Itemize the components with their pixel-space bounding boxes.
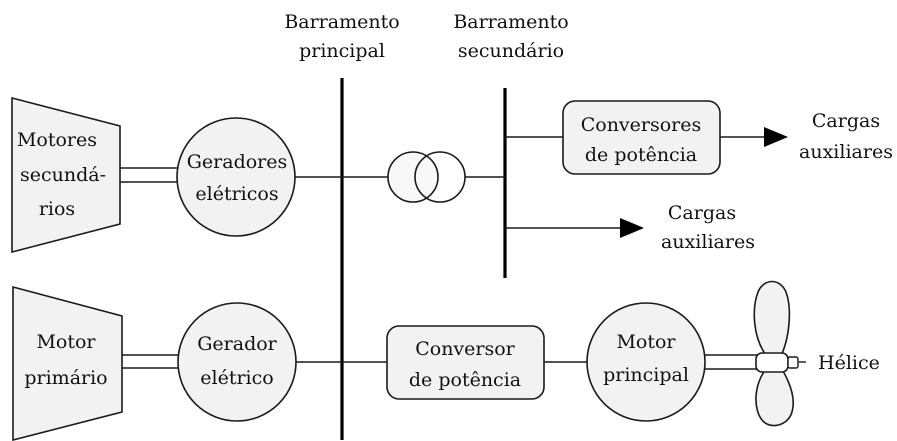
primary-engine-label-line2: primário xyxy=(24,367,107,389)
secondary-engines-block xyxy=(11,96,121,254)
power-converter-label-line1: Conversor xyxy=(415,338,515,360)
upper-loads-label: Cargas auxiliares xyxy=(799,110,893,163)
electric-generator-label-line1: Gerador xyxy=(197,333,277,355)
main-motor-label-line1: Motor xyxy=(616,331,676,353)
electric-generators-label: Geradores elétricos xyxy=(187,151,288,205)
electric-generator-block xyxy=(177,302,297,422)
propeller-cap xyxy=(787,356,799,369)
transformer-icon xyxy=(387,151,466,203)
main-motor-label: Motor principal xyxy=(603,331,689,386)
secondary-engines-label: Motores secundá- rios xyxy=(17,129,106,220)
power-converters-label: Conversores de potência xyxy=(581,114,702,166)
electric-generators-label-line2: elétricos xyxy=(195,183,278,205)
lower-loads-label: Cargas auxiliares xyxy=(661,202,755,253)
propeller-blade-upper xyxy=(753,280,791,359)
propeller-label: Hélice xyxy=(818,352,880,374)
electric-generator-label-line2: elétrico xyxy=(200,367,273,389)
arrow-upper-loads xyxy=(764,127,788,147)
secondary-engines-label-line2: secundá- xyxy=(20,164,106,186)
secondary-bus-label: Barramento secundário xyxy=(453,11,568,62)
primary-engine-label-line1: Motor xyxy=(36,331,96,353)
arrow-lower-loads xyxy=(620,218,644,238)
propeller-hub xyxy=(755,352,789,373)
secondary-bus-label-line2: secundário xyxy=(458,40,564,62)
electric-generator-label: Gerador elétrico xyxy=(197,333,277,389)
propeller-icon xyxy=(753,280,806,427)
lower-loads-label-line1: Cargas xyxy=(668,202,736,224)
upper-loads-label-line2: auxiliares xyxy=(799,141,893,163)
secondary-bus-label-line1: Barramento xyxy=(453,11,568,33)
main-bus-label: Barramento principal xyxy=(284,11,399,62)
main-bus-label-line2: principal xyxy=(299,40,385,62)
main-motor-block xyxy=(586,302,706,422)
power-converters-label-line1: Conversores xyxy=(581,114,702,136)
upper-loads-label-line1: Cargas xyxy=(812,110,880,132)
power-converter-label-line2: de potência xyxy=(409,369,521,391)
transformer-coil-left xyxy=(387,151,439,203)
secondary-engines-label-line1: Motores xyxy=(17,129,97,151)
main-motor-label-line2: principal xyxy=(603,364,689,386)
primary-engine-block xyxy=(12,285,123,441)
main-bus-label-line1: Barramento xyxy=(284,11,399,33)
electric-generators-label-line1: Geradores xyxy=(187,151,288,173)
propeller-blade-lower xyxy=(755,365,795,427)
secondary-engines-label-line3: rios xyxy=(39,198,75,220)
power-converter-label: Conversor de potência xyxy=(409,338,521,391)
electric-generators-block xyxy=(176,117,296,237)
primary-engine-label: Motor primário xyxy=(24,331,107,389)
lower-loads-label-line2: auxiliares xyxy=(661,231,755,253)
power-converters-label-line2: de potência xyxy=(585,144,697,166)
